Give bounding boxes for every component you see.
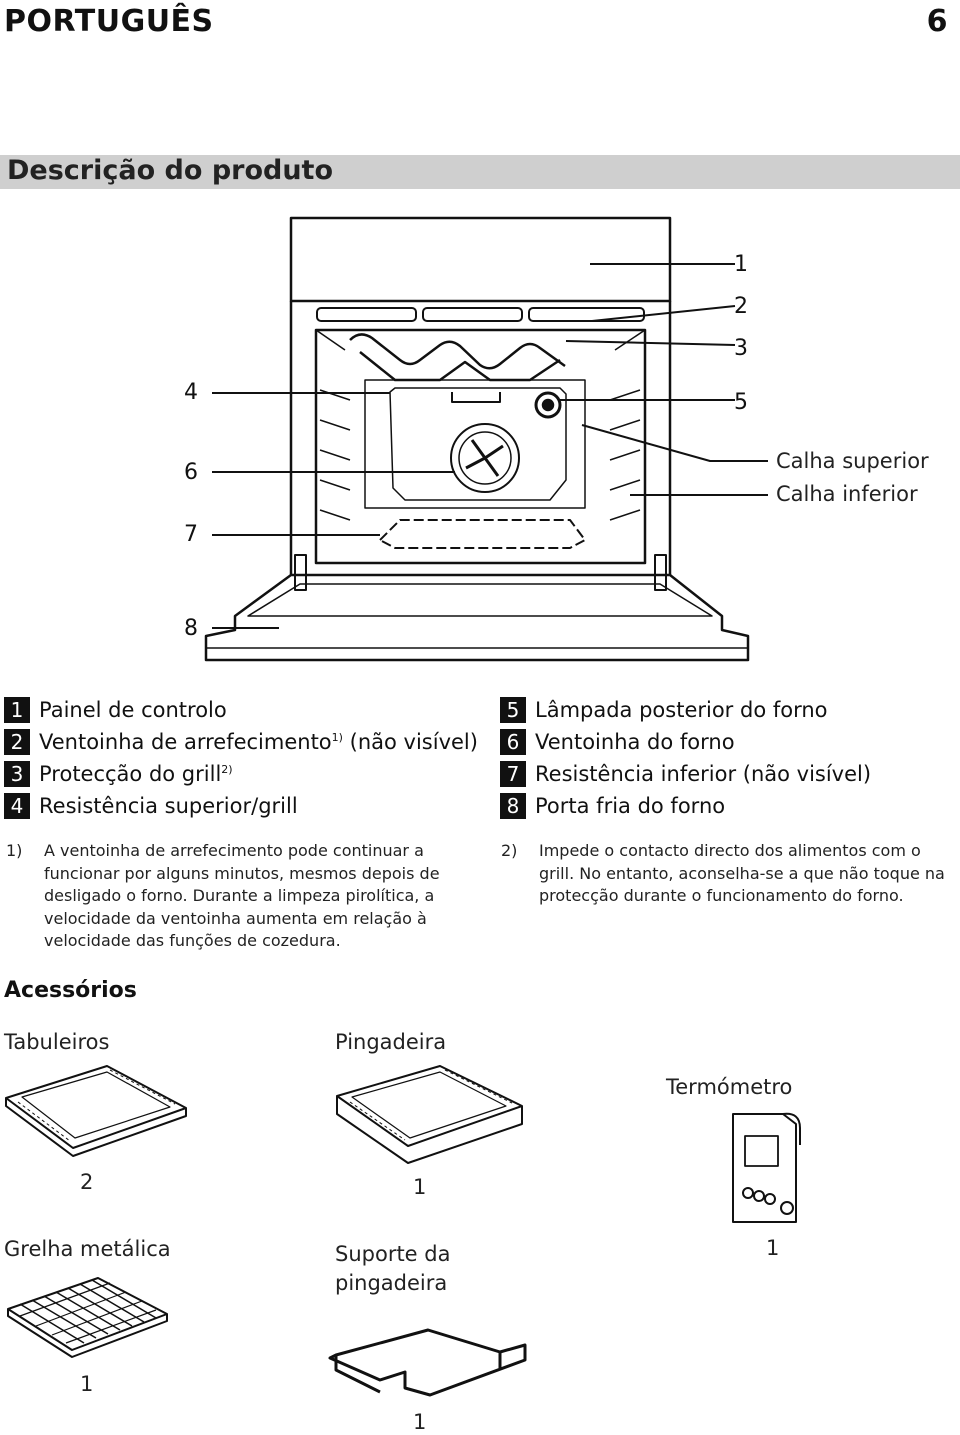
callout-5: 5	[734, 390, 748, 415]
footnote-number: 1)	[6, 841, 23, 860]
accessories-title: Acessórios	[4, 978, 137, 1003]
list-item: 1 Painel de controlo	[4, 694, 478, 726]
calha-superior-label: Calha superior	[776, 449, 929, 473]
accessory-label-termometro: Termómetro	[666, 1075, 793, 1099]
callout-8: 8	[184, 616, 198, 641]
list-label: Lâmpada posterior do forno	[535, 698, 828, 722]
list-label-suffix: (não visível)	[342, 730, 478, 754]
accessory-qty-tabuleiros: 2	[80, 1170, 94, 1194]
list-label: Resistência inferior (não visível)	[535, 762, 872, 786]
cooling-vents	[316, 307, 645, 322]
list-label: Painel de controlo	[39, 698, 227, 722]
accessory-qty-termometro: 1	[766, 1236, 780, 1260]
list-label: Resistência superior/grill	[39, 794, 298, 818]
accessory-label-pingadeira: Pingadeira	[335, 1030, 447, 1054]
callout-6: 6	[184, 460, 198, 485]
oven-body-sides	[289, 301, 672, 575]
list-label: Porta fria do forno	[535, 794, 726, 818]
footnote-text: A ventoinha de arrefecimento pode contin…	[44, 841, 440, 950]
list-item: 2 Ventoinha de arrefecimento1) (não visí…	[4, 726, 478, 758]
footnote-text: Impede o contacto directo dos alimentos …	[539, 841, 945, 905]
list-number: 3	[4, 761, 30, 787]
list-label: Ventoinha de arrefecimento	[39, 730, 332, 754]
list-number: 1	[4, 697, 30, 723]
page-number: 6	[926, 4, 948, 39]
list-number: 2	[4, 729, 30, 755]
leader-lines	[212, 263, 768, 629]
list-number: 7	[500, 761, 526, 787]
accessory-qty-grelha: 1	[80, 1372, 94, 1396]
callout-7: 7	[184, 522, 198, 547]
footnote-ref: 2)	[221, 763, 233, 776]
grill-element-shape	[349, 333, 566, 382]
lamp-shape	[534, 391, 562, 419]
parts-list-left: 1 Painel de controlo 2 Ventoinha de arre…	[4, 694, 478, 822]
list-number: 6	[500, 729, 526, 755]
section-title: Descrição do produto	[7, 155, 334, 186]
list-item: 3 Protecção do grill2)	[4, 758, 478, 790]
footnote-1: 1) A ventoinha de arrefecimento pode con…	[6, 840, 446, 953]
bottom-heater-shape	[379, 519, 586, 549]
oven-cavity	[314, 328, 647, 565]
calha-inferior-label: Calha inferior	[776, 482, 918, 506]
list-item: 8 Porta fria do forno	[500, 790, 871, 822]
list-item: 7 Resistência inferior (não visível)	[500, 758, 871, 790]
section-title-bar	[0, 155, 960, 189]
list-number: 8	[500, 793, 526, 819]
list-label: Protecção do grill	[39, 762, 222, 786]
list-label: Ventoinha do forno	[535, 730, 735, 754]
accessory-label-grelha: Grelha metálica	[4, 1237, 171, 1261]
list-number: 4	[4, 793, 30, 819]
callout-3: 3	[734, 336, 748, 361]
language-header: PORTUGUÊS	[4, 4, 214, 39]
accessory-label-tabuleiros: Tabuleiros	[4, 1030, 110, 1054]
list-number: 5	[500, 697, 526, 723]
control-panel-shape	[289, 216, 672, 303]
shelf-rails	[319, 389, 641, 521]
callout-2: 2	[734, 294, 748, 319]
callout-1: 1	[734, 252, 748, 277]
callout-4: 4	[184, 380, 198, 405]
list-item: 6 Ventoinha do forno	[500, 726, 871, 758]
footnote-number: 2)	[501, 841, 518, 860]
list-item: 4 Resistência superior/grill	[4, 790, 478, 822]
footnote-2: 2) Impede o contacto directo dos aliment…	[501, 840, 956, 908]
parts-list-right: 5 Lâmpada posterior do forno 6 Ventoinha…	[500, 694, 871, 822]
accessory-qty-suporte: 1	[413, 1410, 427, 1434]
accessory-label-suporte: Suporte da pingadeira	[335, 1242, 451, 1295]
list-item: 5 Lâmpada posterior do forno	[500, 694, 871, 726]
footnote-ref: 1)	[331, 731, 343, 744]
fan-shape	[450, 423, 520, 493]
oven-door-shape	[204, 573, 750, 662]
accessory-qty-pingadeira: 1	[413, 1175, 427, 1199]
